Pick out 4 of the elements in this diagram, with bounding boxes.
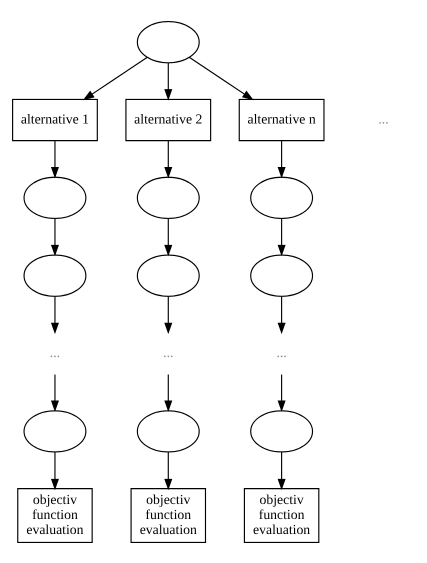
node-text: ... (163, 344, 174, 360)
node-text: ... (276, 344, 287, 360)
node-text: ... (50, 344, 60, 360)
label: ... (378, 111, 389, 126)
